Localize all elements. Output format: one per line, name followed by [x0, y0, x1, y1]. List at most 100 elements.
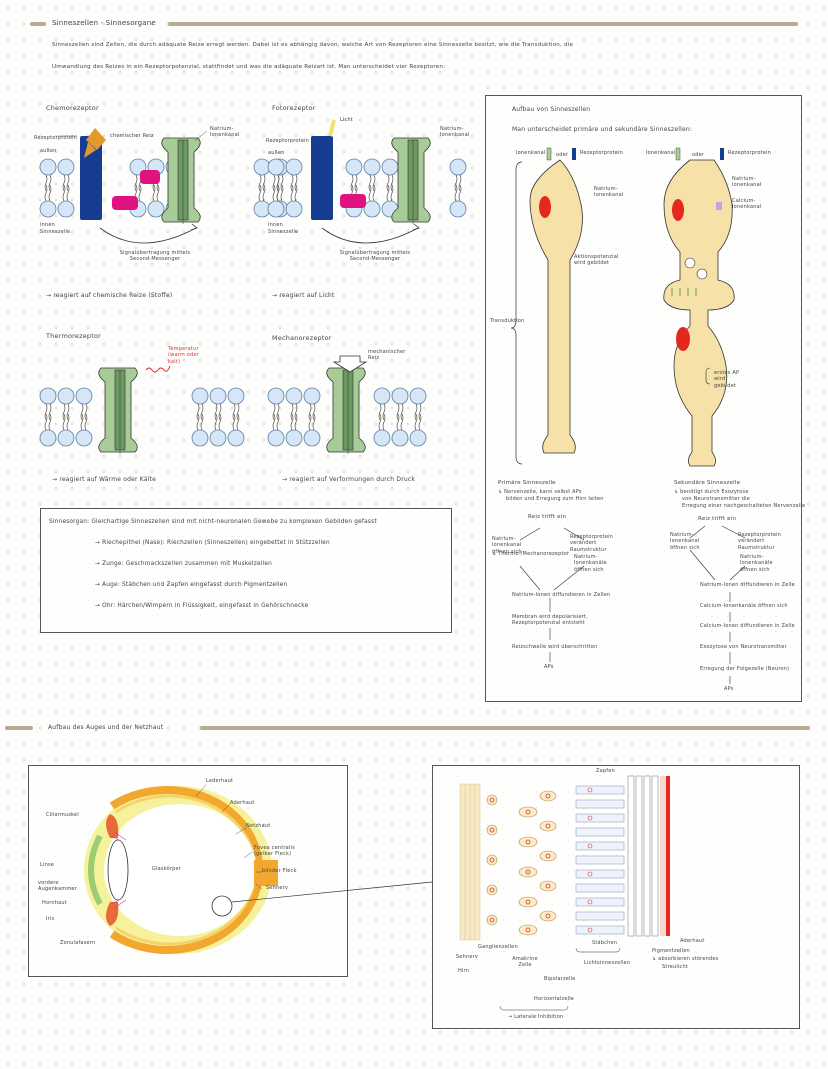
eye-ciliarmuskel: Ciliarmuskel	[46, 812, 79, 818]
retina-lichtsinneszellen: Lichtsinneszellen	[584, 960, 631, 966]
receptor-diagrams	[0, 119, 470, 455]
foto-note: → reagiert auf Licht	[272, 292, 335, 299]
retina-amakrine: Amakrine Zelle	[512, 956, 538, 969]
sekundaer-desc-1: ↳ benötigt durch Exozytose	[674, 489, 749, 495]
retina-pigmentzellen: Pigmentzellen	[652, 948, 690, 954]
foto-label-innen: innen	[268, 222, 283, 228]
sekundaer-step-5: Erregung der Folgezelle (Neuron)	[700, 666, 790, 672]
aufbau-subtitle: Man unterscheidet primäre und sekundäre …	[512, 126, 693, 133]
mechano-label-reiz: mechanischer Reiz	[368, 349, 406, 362]
retina-sehnerv: Sehnerv	[456, 954, 479, 960]
sinnesorgan-box: Sinnesorgan: Gleichartige Sinneszellen s…	[40, 508, 452, 633]
chemo-label-reiz: chemischer Reiz	[110, 133, 154, 139]
foto-label-licht: Licht	[340, 117, 354, 123]
label-ap-1: Aktionspotenzial wird gebildet	[574, 254, 619, 267]
thermo-membrane	[40, 365, 244, 455]
label-rezeptorprotein-2: Rezeptorprotein	[728, 150, 772, 156]
retina-pigment-desc-1: ↳ absorbieren störendes	[652, 956, 719, 962]
primaer-step-4: APs	[544, 664, 554, 670]
page-title: Sinneszellen - Sinnesorgane	[52, 19, 156, 27]
sekundaer-left-1: Natrium-Ionenkanal öffnen sich	[670, 532, 700, 551]
eye-linse: Linse	[40, 862, 55, 868]
chemo-membrane	[40, 128, 288, 244]
eye-sehnerv: Sehnerv	[266, 885, 289, 891]
mechano-membrane	[268, 355, 426, 455]
chemo-label-kanal: Natrium-Ionenkanal	[210, 126, 240, 139]
sekundaer-reiz: Reiz trifft ein	[698, 516, 737, 522]
chemo-note: → reagiert auf chemische Reize (Stoffe)	[46, 292, 173, 299]
primaer-right-1: Rezeptorprotein verändert Raumstruktur	[570, 534, 614, 553]
primaer-step-2: Membran wird depolarisiert, Rezeptorpote…	[512, 614, 588, 627]
sekundaer-step-6: APs	[724, 686, 734, 692]
header-bar-left	[30, 22, 46, 26]
label-oder-2: oder	[692, 152, 705, 158]
chemo-label-sinneszelle: Sinneszelle	[40, 229, 71, 235]
sekundaer-step-2: Calcium-Ionenkanäle öffnen sich	[700, 603, 788, 609]
sekundaer-desc-3: Erregung einer nachgeschalteten Nervenze…	[682, 503, 806, 509]
sekundaer-right-2: Natrium-Ionenkanäle öffnen sich	[740, 554, 773, 573]
sinnesorgan-line-3: → Zunge: Geschmackszellen zusammen mit M…	[95, 561, 273, 567]
foto-membrane	[268, 119, 466, 244]
foto-label-kanal: Natrium-Ionenkanal	[440, 126, 470, 139]
retina-horizontalzelle: Horizontalzelle	[534, 996, 575, 1002]
label-natrium-2: Natrium-Ionenkanal	[732, 176, 762, 189]
eye-netzhaut: Netzhaut	[246, 823, 271, 829]
primaer-reiz: Reiz trifft ein	[528, 514, 567, 520]
mechano-title: Mechanorezeptor	[272, 334, 332, 342]
chemo-label-signal: Signalübertragung mittels Second-Messeng…	[119, 250, 191, 263]
primaer-right-2: Natrium-Ionenkanäle öffnen sich	[574, 554, 607, 573]
retina-aderhaut: Aderhaut	[680, 938, 705, 944]
mechano-note: → reagiert auf Verformungen durch Druck	[282, 476, 416, 483]
section-bar-right	[200, 726, 810, 730]
intro-line-2: Umwandlung des Reizes in ein Rezeptorpot…	[52, 64, 446, 70]
retina-staebchen: Stäbchen	[592, 940, 618, 946]
section-bar-left	[5, 726, 33, 730]
primaer-desc-1: ↳ Nervenzelle, kann selbst APs	[498, 489, 582, 495]
eye-zonulafasern: Zonulafasern	[60, 940, 96, 946]
eye-hornhaut: Hornhaut	[42, 900, 67, 906]
chemo-label-aussen: außen	[40, 148, 57, 154]
label-rezeptorprotein-1: Rezeptorprotein	[580, 150, 624, 156]
primaer-desc-2: bilden und Erregung zum Hirn leiten	[506, 496, 604, 502]
foto-label-rezeptorprotein: Rezeptorprotein	[266, 138, 310, 144]
eye-iris: Iris	[46, 916, 55, 922]
eye-vordere-augenkammer: vordere Augenkammer	[38, 880, 77, 893]
primaer-step-1: Natrium-Ionen diffundieren in Zellen	[512, 592, 611, 598]
label-ionenkanal-1: Ionenkanal	[516, 150, 546, 156]
retina-laterale: → Laterale Inhibition	[508, 1014, 564, 1020]
label-erstes-ap: erstes AP wird gebildet	[714, 370, 740, 389]
sinneszellen-diagram	[510, 147, 746, 684]
primaer-step-3: Reizschwelle wird überschritten	[512, 644, 598, 650]
chemo-label-innen: innen	[40, 222, 55, 228]
eye-aderhaut: Aderhaut	[230, 800, 255, 806]
retina-ganglienzellen: Ganglienzellen	[478, 944, 518, 950]
label-transduktion: Transduktion	[490, 318, 525, 324]
sekundaer-right-1: Rezeptorprotein verändert Raumstruktur	[738, 532, 782, 551]
eye-blinder-fleck: blinder Fleck	[262, 868, 297, 874]
intro-line-1: Sinneszellen sind Zellen, die durch adäq…	[52, 42, 574, 48]
foto-title: Fotorezeptor	[272, 104, 316, 112]
foto-label-signal: Signalübertragung mittels Second-Messeng…	[339, 250, 411, 263]
header-bar-right	[168, 22, 798, 26]
foto-label-sinneszelle: Sinneszelle	[268, 229, 299, 235]
chemo-title: Chemorezeptor	[46, 104, 99, 112]
aufbau-title: Aufbau von Sinneszellen	[512, 106, 591, 113]
label-natrium-1: Natrium-Ionenkanal	[594, 186, 624, 199]
sinnesorgan-line-5: → Ohr: Härchen/Wimpern in Flüssigkeit, e…	[95, 603, 309, 609]
label-ionenkanal-2: Ionenkanal	[646, 150, 676, 156]
thermo-title: Thermorezeptor	[46, 332, 102, 340]
eye-fovea: Fovea centralis (gelber Fleck)	[254, 845, 295, 858]
sinnesorgan-line-2: → Riechepithel (Nase): Riechzellen (Sinn…	[95, 540, 330, 546]
retina-hirn: Hirn	[458, 968, 470, 974]
eye-glaskoerper: Glaskörper	[152, 866, 182, 872]
foto-label-aussen: außen	[268, 150, 285, 156]
label-oder-1: oder	[556, 152, 569, 158]
retina-pigment-desc-2: Streulicht	[662, 964, 688, 970]
primaer-left-1: Natrium-Ionenkanal öffnen sich	[492, 536, 522, 555]
sekundaer-step-4: Exozytose von Neurotransmitter	[700, 644, 787, 650]
retina-bipolarzelle: Bipolarzelle	[544, 976, 576, 982]
label-calcium: Calcium-Ionenkanal	[732, 198, 762, 211]
primaer-left-2: ↳ Thermo-/Mechanorezeptor	[492, 551, 570, 557]
